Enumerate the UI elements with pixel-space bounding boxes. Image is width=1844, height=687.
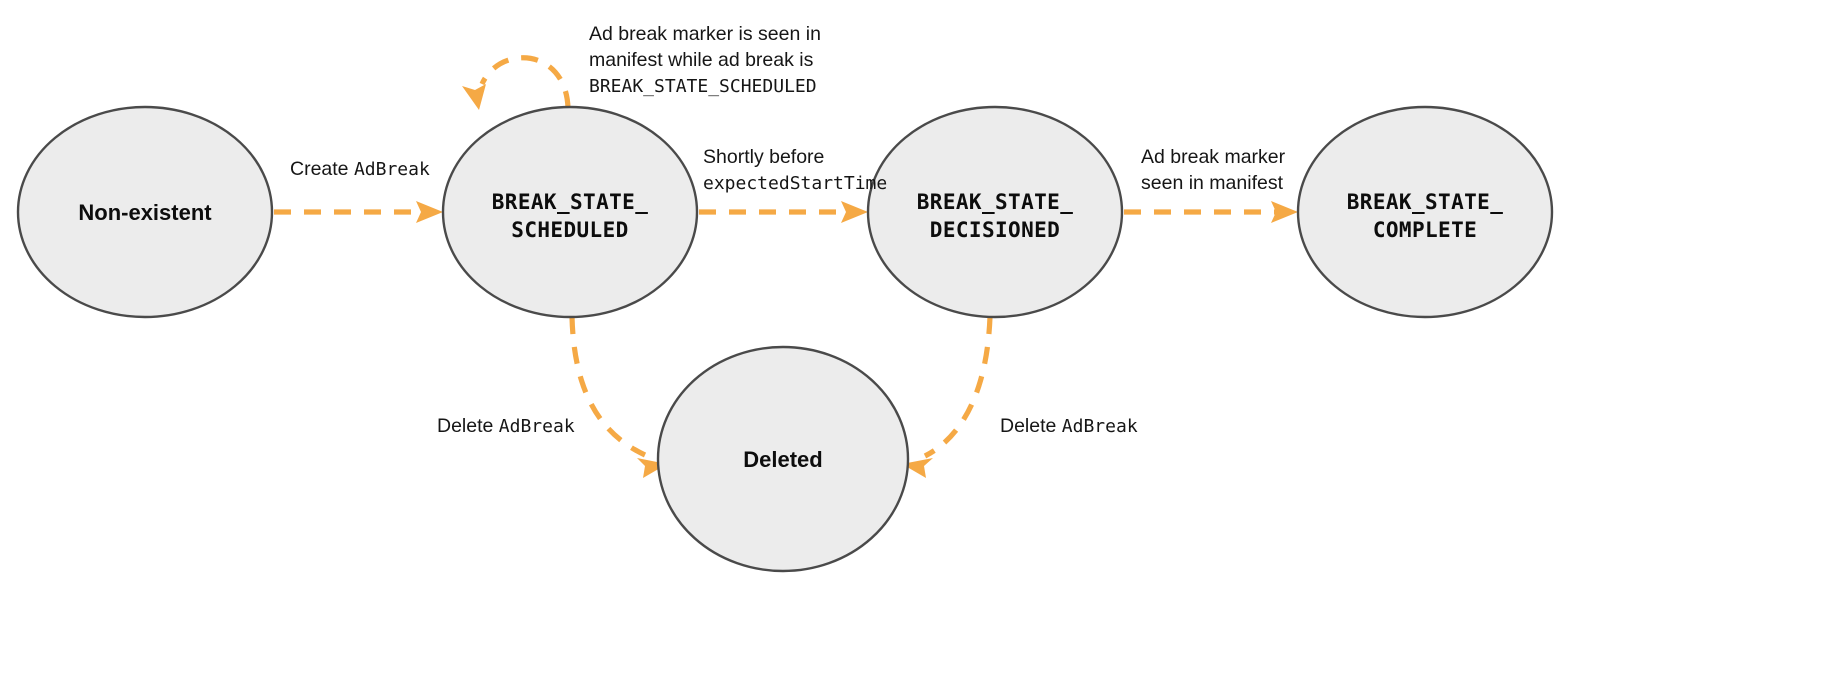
edge-label-delete-from-decisioned-code: AdBreak [1062,416,1138,437]
node-break-state-scheduled-label-line1: BREAK_STATE_ [492,190,649,214]
edge-shortly-before-arrowhead [841,201,868,223]
edge-label-shortly-before-line1: Shortly before [703,146,824,168]
edge-scheduled-self-loop-line [479,55,571,109]
node-deleted-shape[interactable] [656,345,910,573]
edge-label-delete-from-decisioned: Delete AdBreak [1000,415,1138,437]
node-break-state-complete-shape[interactable] [1296,105,1554,319]
edge-scheduled-self-loop [462,55,571,110]
edge-scheduled-self-loop-arrowhead [462,84,486,110]
edge-label-shortly-before-line2: expectedStartTime [703,173,887,194]
edge-label-self-loop-line2: manifest while ad break is [589,49,814,71]
edge-label-create-adbreak-code: AdBreak [354,159,430,180]
node-break-state-scheduled-shape[interactable] [441,105,699,319]
edge-label-delete-from-scheduled: Delete AdBreak [437,415,575,437]
edge-label-delete-from-scheduled-word: Delete [437,415,499,437]
edge-delete-from-decisioned [902,316,993,478]
edge-delete-from-scheduled-line [569,316,647,458]
node-break-state-decisioned-label-line1: BREAK_STATE_ [917,190,1074,214]
node-deleted-label: Deleted [743,447,822,472]
edge-label-self-loop-line1: Ad break marker is seen in [589,23,821,45]
node-break-state-decisioned-shape[interactable] [866,105,1124,319]
node-break-state-complete[interactable]: BREAK_STATE_ COMPLETE [1296,105,1554,319]
edge-delete-from-decisioned-line [923,316,993,459]
edge-label-marker-seen-line2: seen in manifest [1141,172,1284,194]
node-non-existent[interactable]: Non-existent [16,105,274,319]
edge-label-create-adbreak: Create AdBreak [290,158,430,180]
edge-label-create-adbreak-word: Create [290,158,354,180]
edge-label-self-loop-line3: BREAK_STATE_SCHEDULED [589,76,817,97]
edge-label-marker-seen-line1: Ad break marker [1141,146,1286,168]
edge-marker-seen-arrowhead [1271,201,1298,223]
node-non-existent-label: Non-existent [78,200,212,225]
edge-label-delete-from-scheduled-code: AdBreak [499,416,575,437]
edge-create-adbreak [274,201,443,223]
edge-marker-seen [1124,201,1298,223]
edge-delete-from-scheduled [569,316,667,478]
node-break-state-decisioned[interactable]: BREAK_STATE_ DECISIONED [866,105,1124,319]
node-break-state-decisioned-label-line2: DECISIONED [930,218,1060,242]
node-break-state-complete-label-line2: COMPLETE [1373,218,1477,242]
node-non-existent-shape[interactable] [16,105,274,319]
node-deleted[interactable]: Deleted [656,345,910,573]
node-break-state-complete-label-line1: BREAK_STATE_ [1347,190,1504,214]
node-break-state-scheduled-label-line2: SCHEDULED [511,218,628,242]
edge-create-adbreak-arrowhead [416,201,443,223]
edge-delete-from-decisioned-arrowhead [902,458,933,478]
node-break-state-scheduled[interactable]: BREAK_STATE_ SCHEDULED [441,105,699,319]
edge-shortly-before [699,201,868,223]
edge-label-delete-from-decisioned-word: Delete [1000,415,1062,437]
